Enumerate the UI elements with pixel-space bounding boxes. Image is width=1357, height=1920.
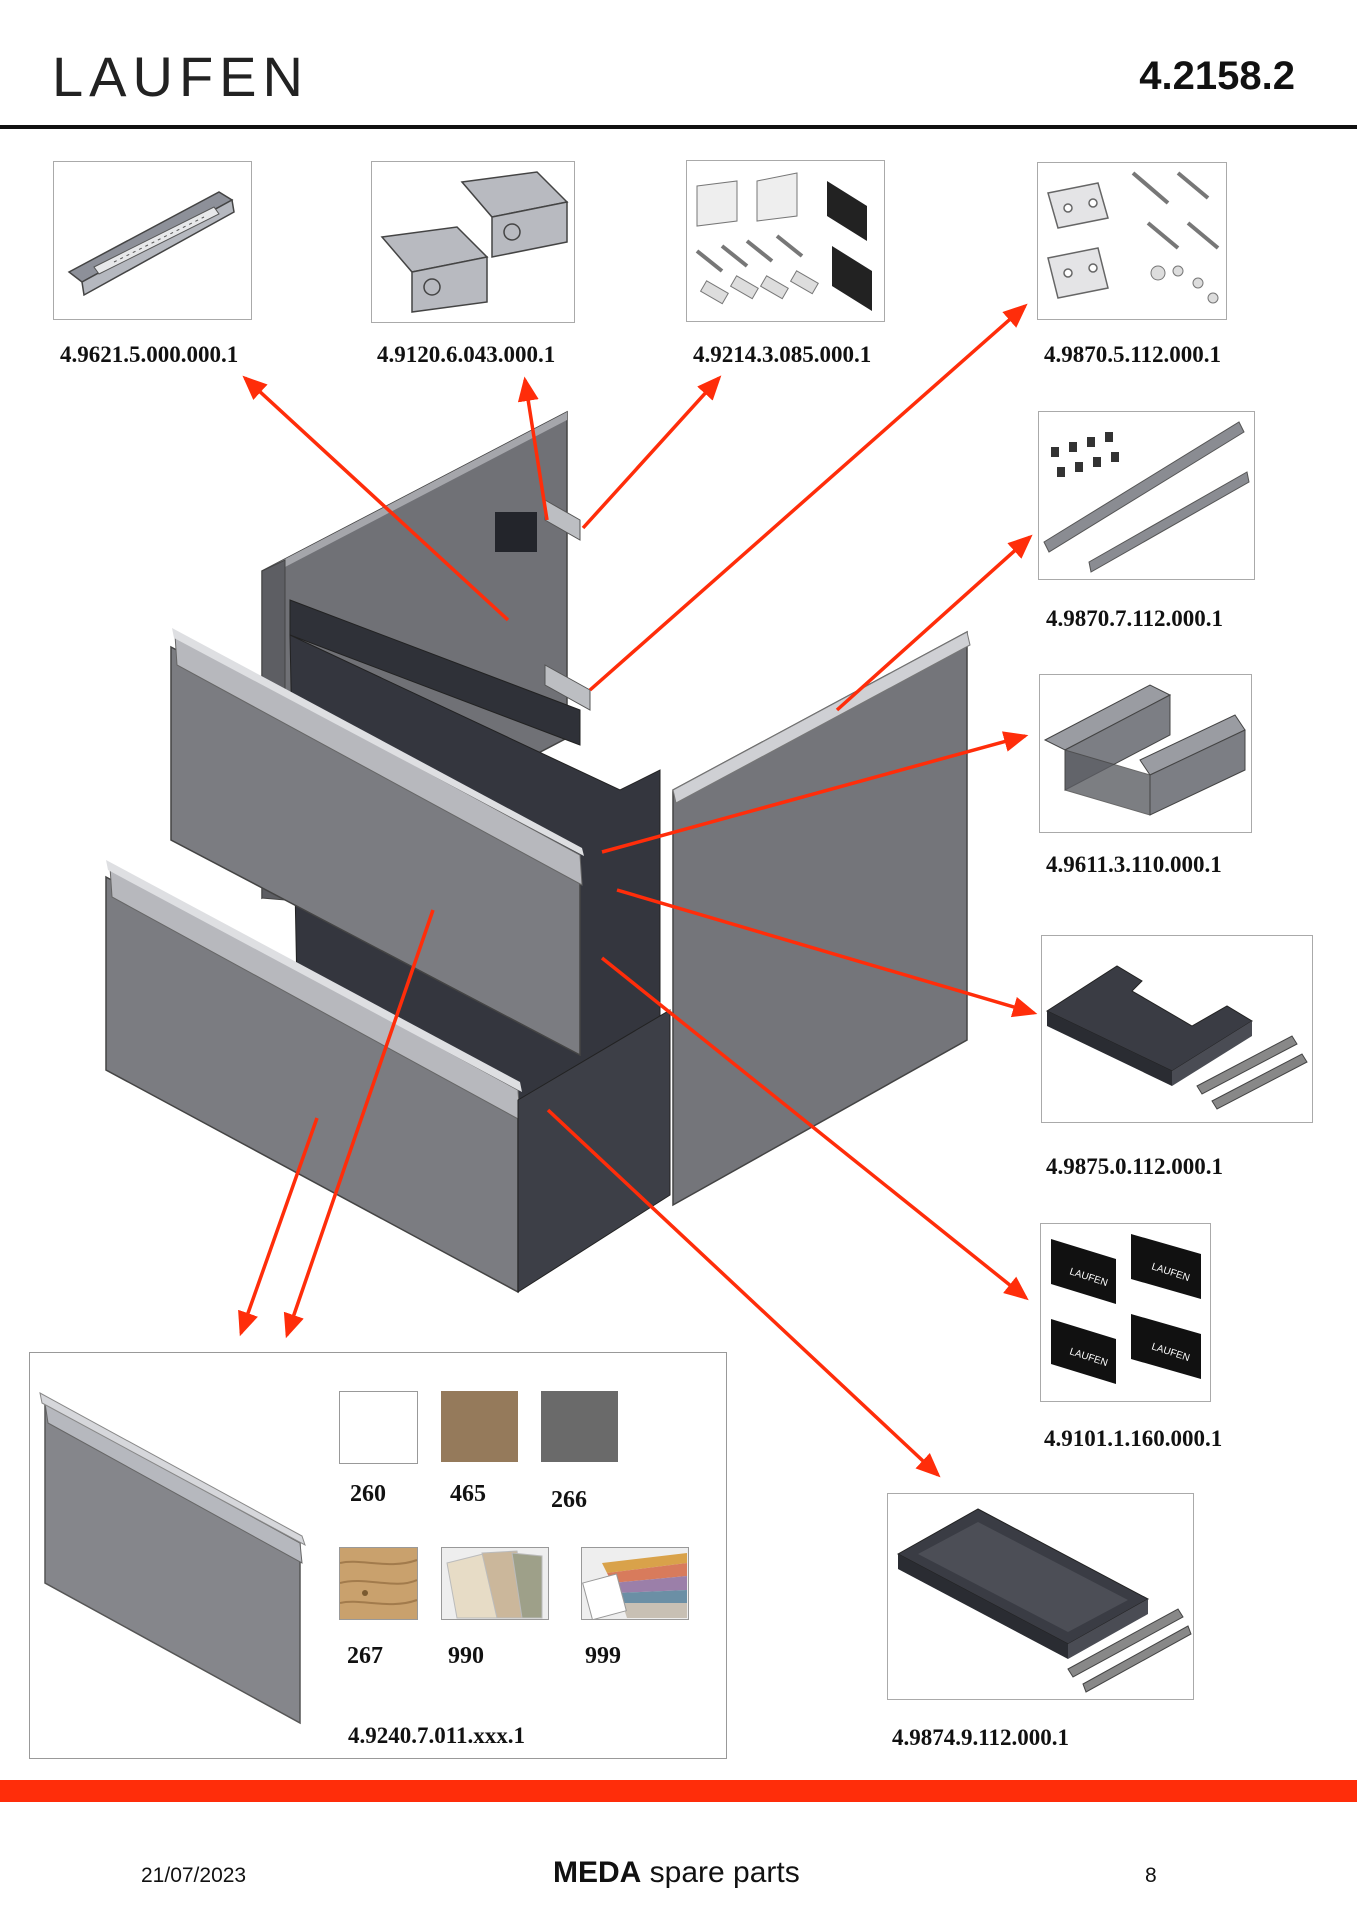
header-rule [0,125,1357,129]
part-image-box [1041,935,1313,1123]
swatch-code: 465 [450,1481,486,1507]
drawer-box [289,634,661,1291]
upper-drawer-front [170,645,581,1057]
footer-date: 21/07/2023 [141,1864,247,1887]
color-fan-deck-icon [582,1548,688,1619]
wood-swatch [339,1547,418,1620]
part-image-box [53,161,252,320]
part-code: 4.9101.1.160.000.1 [1044,1426,1223,1451]
part-code: 4.9875.0.112.000.1 [1046,1154,1223,1179]
wood-texture-icon [340,1548,417,1619]
upper-drawer-with-runners-icon [1045,965,1308,1110]
fan-deck-swatch [581,1547,689,1620]
page-number: 8 [1145,1864,1157,1887]
front-panel-box: 260 465 266 267 990 999 4.9240.7.011.xx [29,1352,727,1759]
color-swatch [541,1391,618,1462]
part-code: 4.9874.9.112.000.1 [892,1725,1069,1750]
lower-drawer-front [105,875,519,1294]
footer-title: MEDA spare parts [553,1856,800,1889]
back-panel [261,410,568,900]
logo-label-tags-icon: LAUFEN LAUFEN LAUFEN LAUFEN [1051,1234,1201,1384]
u-shaped-siphon-tray-icon [1043,684,1246,816]
part-code: 4.9120.6.043.000.1 [377,342,556,367]
part-image-box [887,1493,1194,1700]
part-image-box [1037,162,1227,320]
color-samples-icon [442,1548,548,1619]
footer-accent-bar [0,1780,1357,1802]
drawer-runner-rail-icon [67,191,235,297]
part-code: 4.9870.7.112.000.1 [1046,606,1223,631]
part-image-box [371,161,575,323]
part-code: 4.9621.5.000.000.1 [60,342,239,367]
swatch-code: 266 [551,1487,587,1513]
color-swatch [441,1391,518,1462]
part-image-box [1039,674,1252,833]
color-swatch [339,1391,418,1464]
laufen-logo: LAUFEN [52,45,309,108]
swatch-code: 267 [347,1643,383,1669]
part-image-box: LAUFEN LAUFEN LAUFEN LAUFEN [1040,1223,1211,1402]
right-side-panel [672,630,968,1207]
part-image-box [686,160,885,322]
part-code: 4.9611.3.110.000.1 [1046,852,1222,877]
profile-strips-and-buffers-icon [1043,421,1250,573]
cross-rail [289,599,581,746]
callout-arrows [238,303,1038,1478]
swatch-code: 999 [585,1643,621,1669]
sample-cards-swatch [441,1547,549,1620]
mounting-angles-and-screws-icon [1047,171,1220,304]
lower-drawer-with-runners-icon [896,1508,1192,1693]
hinge-bracket-pair-icon [380,171,569,313]
part-code: 4.9214.3.085.000.1 [693,342,872,367]
cover-caps-and-screws-icon [695,172,872,311]
drawer-front-panel-icon [39,1392,306,1725]
swatch-code: 990 [448,1643,484,1669]
document-number: 4.2158.2 [1139,54,1295,98]
part-image-box [1038,411,1255,580]
front-panel-code: 4.9240.7.011.xxx.1 [348,1723,525,1748]
part-code: 4.9870.5.112.000.1 [1044,342,1221,367]
swatch-code: 260 [350,1481,386,1507]
